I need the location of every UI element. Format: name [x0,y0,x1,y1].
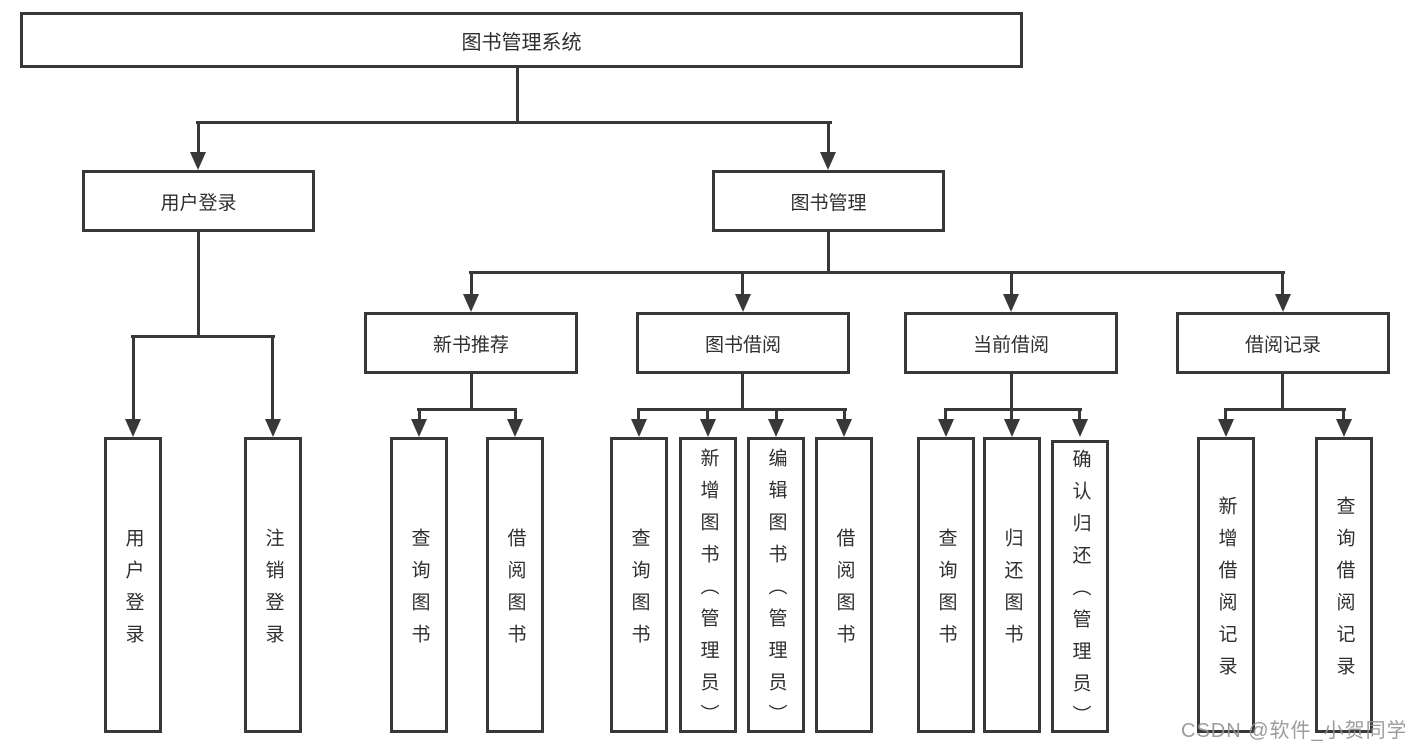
leaf-label: 查询图书 [628,527,650,656]
connector-line [1224,408,1227,422]
connector-line [470,374,473,411]
connector-line [827,121,830,155]
node-user-login: 用户登录 [82,170,315,232]
connector-line [827,232,830,274]
connector-line [1078,408,1081,422]
connector-line [418,408,421,422]
connector-line [514,408,517,422]
node-current-borrowing: 当前借阅 [904,312,1118,374]
connector-line [944,408,1082,411]
connector-line [470,271,473,297]
leaf-label: 借阅图书 [833,527,855,656]
node-label: 图书借阅 [704,334,781,356]
connector-line [843,408,846,422]
leaf-label: 查询借阅记录 [1333,495,1355,688]
leaf-label: 注销登录 [262,527,284,656]
arrowhead-icon [125,419,141,437]
arrowhead-icon [411,419,427,437]
connector-line [469,271,1285,274]
connector-line [131,335,275,338]
arrowhead-icon [700,419,716,437]
connector-line [775,408,778,422]
arrowhead-icon [463,294,479,312]
connector-line [516,67,519,124]
arrowhead-icon [1336,419,1352,437]
leaf-current-query-books: 查询图书 [917,437,975,733]
leaf-label: 编辑图书（管理员） [765,447,787,736]
leaf-label: 归还图书 [1001,527,1023,656]
connector-line [1224,408,1346,411]
connector-line [196,121,832,124]
node-label: 新书推荐 [432,334,509,356]
leaf-borrowing-edit-books-admin: 编辑图书（管理员） [747,437,805,736]
leaf-label: 确认归还（管理员） [1069,449,1091,737]
leaf-label: 用户登录 [122,527,144,656]
node-label: 用户登录 [160,192,237,214]
leaf-label: 新增借阅记录 [1215,495,1237,688]
node-book-management: 图书管理 [712,170,945,232]
leaf-label: 查询图书 [935,527,957,656]
connector-line [637,408,847,411]
connector-line [741,271,744,297]
connector-line [1010,408,1013,422]
watermark: CSDN @软件_小贺同学 [1181,720,1405,742]
connector-line [706,408,709,422]
connector-line [417,408,517,411]
connector-line [1010,271,1013,297]
arrowhead-icon [820,152,836,170]
leaf-records-query-record: 查询借阅记录 [1315,437,1373,733]
leaf-records-add-record: 新增借阅记录 [1197,437,1255,733]
connector-line [197,232,200,338]
connector-line [1281,374,1284,411]
leaf-borrowing-borrow-books: 借阅图书 [815,437,873,733]
leaf-recommend-borrow-books: 借阅图书 [486,437,544,733]
arrowhead-icon [190,152,206,170]
node-label: 借阅记录 [1244,334,1321,356]
arrowhead-icon [1003,294,1019,312]
connector-line [637,408,640,422]
arrowhead-icon [836,419,852,437]
node-label: 图书管理系统 [461,31,582,54]
arrowhead-icon [1218,419,1234,437]
node-new-book-recommendation: 新书推荐 [364,312,578,374]
leaf-current-confirm-return-admin: 确认归还（管理员） [1051,440,1109,737]
connector-line [197,121,200,155]
node-label: 图书管理 [790,192,867,214]
node-book-borrowing: 图书借阅 [636,312,850,374]
leaf-label: 新增图书（管理员） [697,447,719,736]
connector-line [944,408,947,422]
connector-line [741,374,744,411]
arrowhead-icon [507,419,523,437]
node-borrowing-records: 借阅记录 [1176,312,1390,374]
leaf-borrowing-add-books-admin: 新增图书（管理员） [679,437,737,736]
arrowhead-icon [265,419,281,437]
node-library-management-system: 图书管理系统 [20,12,1023,68]
arrowhead-icon [1275,294,1291,312]
arrowhead-icon [768,419,784,437]
leaf-borrowing-query-books: 查询图书 [610,437,668,733]
connector-line [132,335,135,422]
leaf-label: 借阅图书 [504,527,526,656]
connector-line [271,335,274,422]
arrowhead-icon [938,419,954,437]
node-label: 当前借阅 [972,334,1049,356]
leaf-label: 查询图书 [408,527,430,656]
arrowhead-icon [631,419,647,437]
arrowhead-icon [735,294,751,312]
leaf-current-return-books: 归还图书 [983,437,1041,733]
arrowhead-icon [1004,419,1020,437]
connector-line [1281,271,1284,297]
leaf-recommend-query-books: 查询图书 [390,437,448,733]
leaf-user-login: 用户登录 [104,437,162,733]
leaf-logout: 注销登录 [244,437,302,733]
arrowhead-icon [1072,419,1088,437]
connector-line [1342,408,1345,422]
connector-line [1010,374,1013,411]
